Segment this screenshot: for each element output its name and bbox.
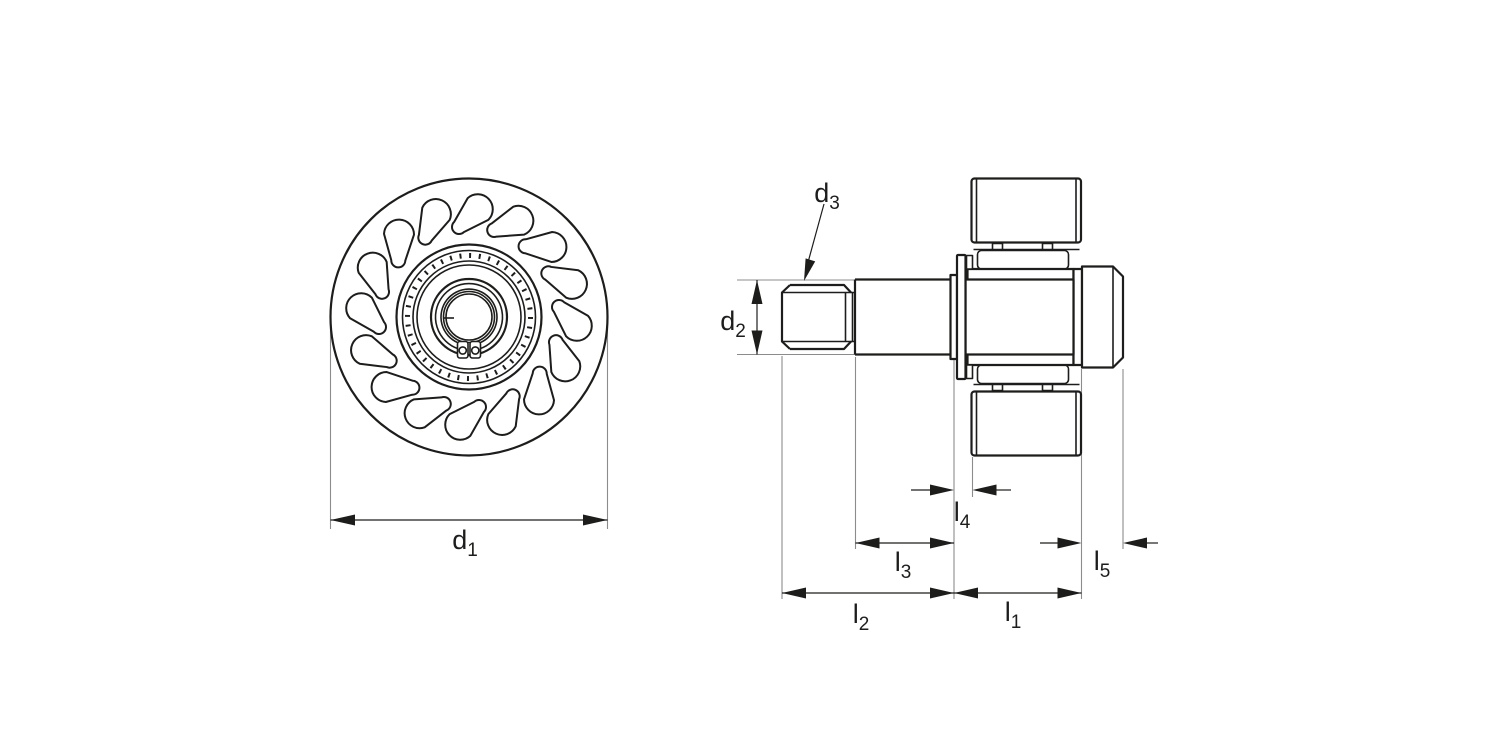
arrowhead	[954, 587, 978, 599]
label-d3: d3	[814, 178, 840, 214]
outer-ring-lip-bottom	[965, 364, 974, 380]
arrowhead	[930, 484, 954, 496]
arrowhead	[930, 537, 954, 549]
circlip-ear-hole-right	[470, 346, 480, 355]
bearing-cage-ticks	[405, 253, 533, 381]
flange-washer	[955, 253, 967, 381]
thread-end-chamfer	[780, 284, 791, 350]
rim-details	[973, 242, 1080, 392]
thread-root-lines	[782, 291, 855, 343]
arrowhead	[1057, 587, 1082, 599]
bearing-ring	[412, 260, 526, 374]
arrowhead	[751, 280, 763, 304]
label-l5: l5	[1094, 546, 1111, 582]
rim-lug	[1041, 242, 1054, 251]
arrowhead	[1057, 537, 1082, 549]
circlip-inner-arc	[440, 288, 498, 344]
dimension-l2: l2	[782, 587, 954, 635]
bearing-rings	[395, 243, 543, 391]
stud-head	[1080, 265, 1125, 369]
arrowhead	[855, 537, 880, 549]
bearing-inner-ring-section	[964, 278, 1075, 356]
arrowhead	[751, 330, 763, 355]
tire-section-bottom	[970, 390, 1083, 457]
rim-lug	[991, 383, 1004, 392]
seal-block-top	[976, 249, 1070, 270]
rim-lug	[1041, 383, 1054, 392]
outer-ring	[965, 254, 1084, 380]
label-d2: d2	[720, 306, 746, 342]
bearing-inner-ring	[416, 264, 522, 370]
label-l2: l2	[853, 599, 870, 635]
arrowhead	[930, 587, 954, 599]
shaft	[851, 278, 951, 356]
arrowhead	[804, 258, 816, 281]
circlip-ear-hole-left	[458, 346, 468, 355]
arrowhead	[583, 514, 608, 526]
label-l4: l4	[954, 497, 971, 533]
arrowhead	[330, 514, 355, 526]
dimension-l3: l3	[855, 537, 954, 583]
outer-ring-lip-top	[965, 254, 974, 270]
side-view: d3 d2 l4 l3 l5	[720, 177, 1158, 635]
d1-extension-lines	[329, 323, 609, 529]
dimension-l1: l1	[954, 587, 1082, 633]
bearing-outer-ring	[395, 243, 543, 391]
label-l3: l3	[895, 547, 912, 583]
hub-center	[429, 277, 509, 359]
leader-d3: d3	[804, 178, 840, 281]
dimension-l5: l5	[1040, 537, 1158, 582]
arrowhead	[782, 587, 806, 599]
bearing-seal-blocks	[976, 249, 1070, 385]
threaded-stud	[780, 283, 855, 351]
outer-ring-right-face	[1072, 267, 1084, 367]
bore-circle	[442, 290, 496, 344]
seal-block-bottom	[976, 364, 1070, 385]
dimension-d2: d2	[720, 280, 763, 355]
thread-crest-lines	[790, 283, 852, 351]
bearing-ring	[401, 249, 537, 385]
circlip-outer-arc	[434, 282, 504, 350]
hub-boss-circle	[429, 277, 509, 357]
tire-section-top	[970, 177, 1083, 244]
dimension-d1: d1	[330, 514, 608, 561]
rim-lug	[991, 242, 1004, 251]
arrowhead	[972, 484, 997, 496]
arrowhead	[1123, 537, 1147, 549]
dimension-l4: l4	[911, 484, 1011, 533]
head-outline	[1080, 265, 1125, 369]
front-view: d1	[329, 177, 609, 561]
label-d1: d1	[452, 525, 478, 561]
label-l1: l1	[1005, 597, 1022, 633]
tire-sections	[970, 177, 1083, 457]
bore-chamfer-circle	[445, 293, 493, 341]
